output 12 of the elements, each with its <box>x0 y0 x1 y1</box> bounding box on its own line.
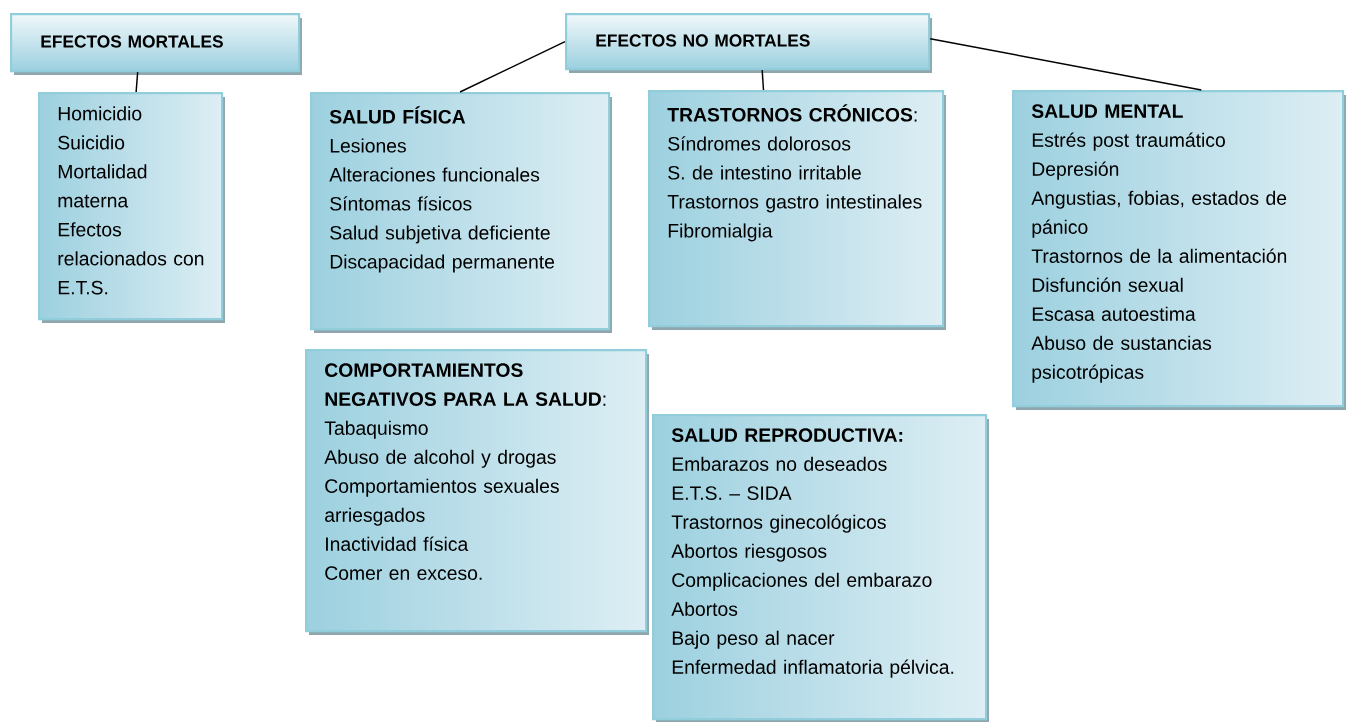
heading-box: EFECTOS NO MORTALES <box>565 13 932 73</box>
text-box: TRASTORNOS CRÓNICOS: Síndromes dolorosos S. de intestino irritable Trastornos gastro intestinales Fibromialgia <box>648 90 946 330</box>
connector-line <box>761 69 765 91</box>
connector-line <box>929 37 1203 91</box>
text-box: SALUD FÍSICA Lesiones Alteraciones funcionales Síntomas físicos Salud subjetiva deficiente Discapacidad permanente <box>310 92 612 333</box>
text-box: Homicidio Suicidio Mortalidad materna Efectos relacionados con E.T.S. <box>38 92 225 323</box>
heading-box: EFECTOS MORTALES <box>10 13 302 75</box>
text-box: SALUD MENTAL Estrés post traumático Depresión Angustias, fobias, estados de pánico Trastornos de la alimentación Disfunción sexual Escasa autoestima Abuso de sustancias psicotrópicas <box>1012 90 1346 410</box>
text-box: SALUD REPRODUCTIVA: Embarazos no deseados E.T.S. – SIDA Trastornos ginecológicos Abortos riesgosos Complicaciones del embarazo Abortos Bajo peso al nacer Enfermedad inflamatoria pélvica. <box>652 414 989 722</box>
connector-line <box>459 40 566 93</box>
connector-line <box>135 71 139 93</box>
text-box: COMPORTAMIENTOS NEGATIVOS PARA LA SALUD: Tabaquismo Abuso de alcohol y drogas Comportamientos sexuales arriesgados Inactividad física Comer en exceso. <box>305 349 649 635</box>
